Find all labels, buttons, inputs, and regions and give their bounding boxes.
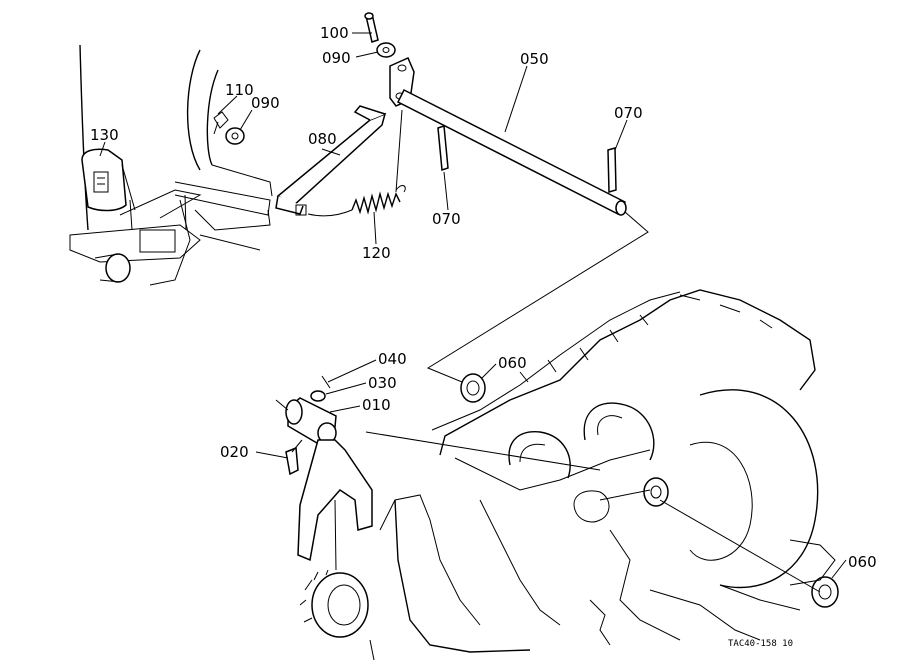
bolt-020 (285, 439, 303, 476)
oil-seal-060-lower (811, 576, 839, 608)
label-100: 100 (320, 24, 349, 42)
clevis-pin-100 (364, 12, 379, 43)
shaft-050 (396, 88, 627, 216)
release-bearing (299, 499, 375, 661)
drawing-code: TAC40-158 10 (728, 639, 793, 649)
frame-assembly (69, 44, 273, 286)
washer-090-left (225, 127, 245, 145)
label-090-top: 090 (322, 49, 351, 67)
cotter-pin-110 (213, 111, 229, 135)
transmission-housing (379, 289, 836, 653)
spring-120 (307, 109, 406, 217)
label-090-left: 090 (251, 94, 280, 112)
label-020: 020 (220, 443, 249, 461)
label-050: 050 (520, 50, 549, 68)
rod-080 (275, 105, 387, 216)
part-labels: 100 090 050 070 110 090 130 080 070 120 … (90, 24, 877, 649)
label-070-lower: 070 (432, 210, 461, 228)
spring-pin-070-b (437, 124, 449, 172)
release-fork-010 (275, 397, 373, 562)
washer-030 (310, 390, 326, 402)
label-120: 120 (362, 244, 391, 262)
guide-lines (365, 211, 649, 471)
label-040: 040 (378, 350, 407, 368)
label-130: 130 (90, 126, 119, 144)
label-070-upper: 070 (614, 104, 643, 122)
label-110: 110 (225, 81, 254, 99)
label-060-upper: 060 (498, 354, 527, 372)
spring-pin-070-a (607, 147, 617, 193)
label-080: 080 (308, 130, 337, 148)
washer-090-top (376, 42, 396, 58)
label-060-lower: 060 (848, 553, 877, 571)
pedal-pad-130 (81, 148, 136, 212)
leader-lines (99, 32, 847, 579)
label-030: 030 (368, 374, 397, 392)
label-010: 010 (362, 396, 391, 414)
pin-040 (321, 375, 331, 389)
oil-seal-060-upper (460, 373, 486, 403)
